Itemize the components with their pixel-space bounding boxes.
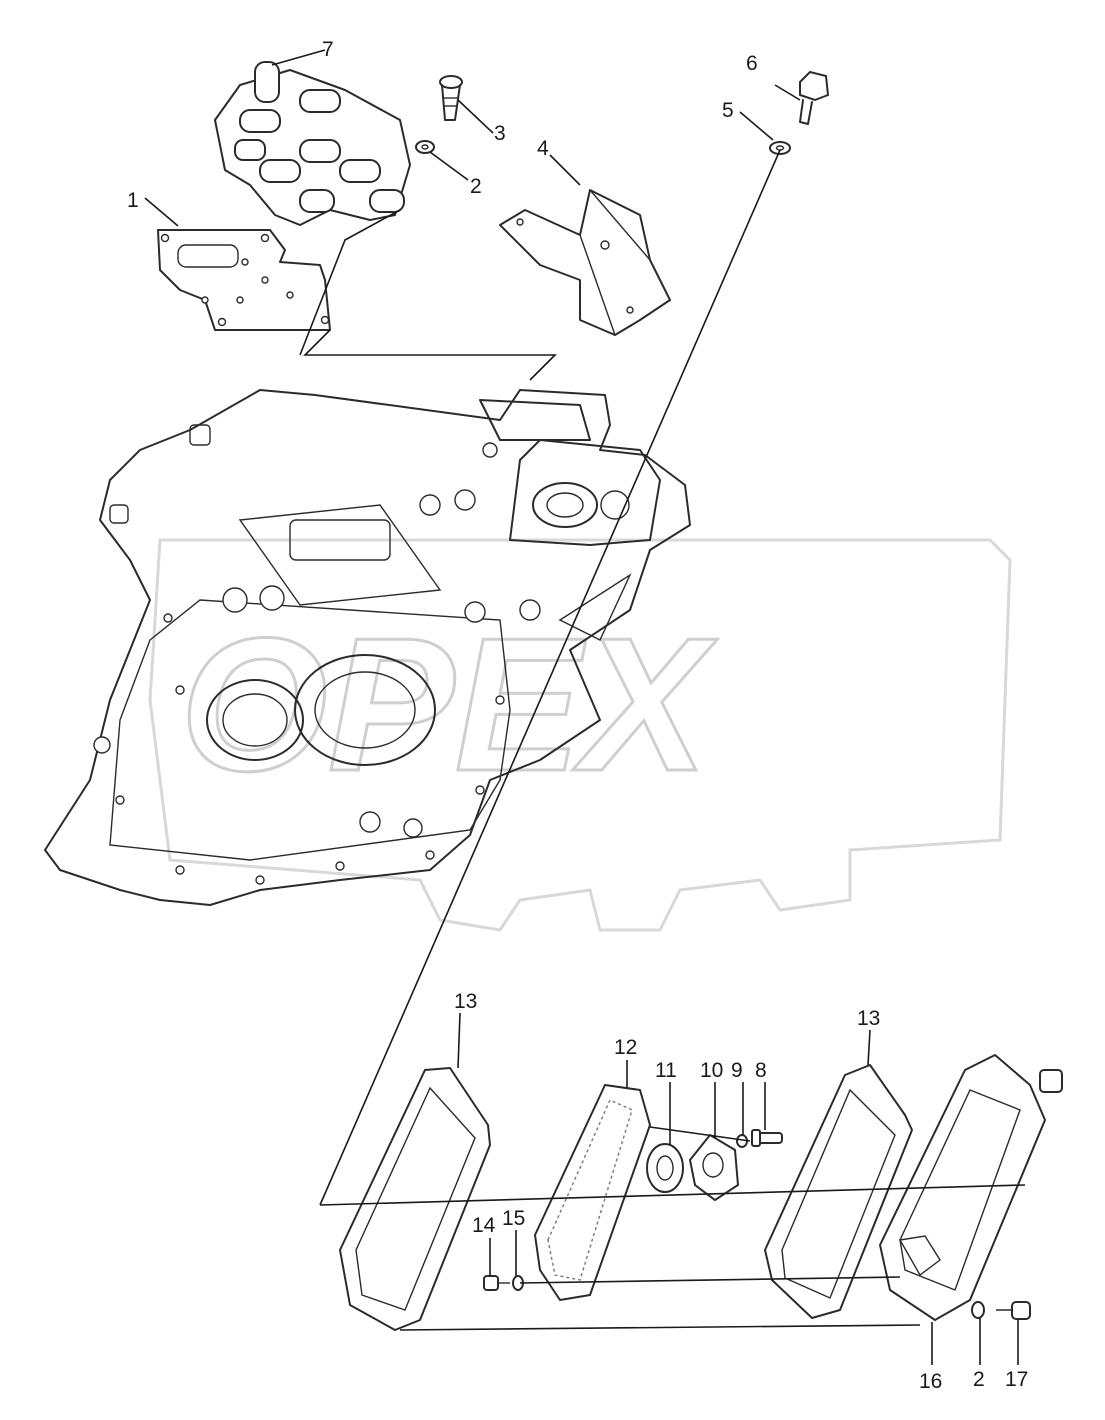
callout-16: 16 <box>919 1370 942 1393</box>
leader-lines <box>144 49 1019 1365</box>
assembly-lines <box>299 149 1026 1331</box>
callout-14: 14 <box>472 1214 496 1237</box>
bracket-icon <box>499 189 671 336</box>
callout-6: 6 <box>746 52 758 75</box>
bolt-icon <box>996 1301 1031 1320</box>
gasket-icon <box>764 1064 913 1319</box>
callout-17: 17 <box>1005 1368 1028 1391</box>
watermark: OPEX <box>148 538 1012 932</box>
filter-icon <box>534 1084 651 1301</box>
bolt-icon <box>799 70 830 125</box>
bolt-icon <box>483 1275 510 1291</box>
gasket-icon <box>688 1133 740 1202</box>
oil-pan-icon <box>879 1054 1063 1321</box>
housing-icon <box>44 389 691 906</box>
bolt-icon <box>439 75 463 121</box>
callout-2-bottom: 2 <box>973 1368 985 1391</box>
callout-15: 15 <box>502 1207 525 1230</box>
bolt-icon <box>751 1129 783 1147</box>
callout-2: 2 <box>470 175 482 198</box>
washer-icon <box>415 140 435 154</box>
watermark-text: OPEX <box>180 599 718 811</box>
callout-11: 11 <box>655 1059 677 1082</box>
callout-7: 7 <box>322 38 334 61</box>
callout-8: 8 <box>755 1059 767 1082</box>
washer-icon <box>769 141 791 155</box>
gasket-icon <box>339 1067 491 1331</box>
callout-labels: 7 1 3 2 4 6 5 13 12 11 10 9 8 13 14 15 1… <box>127 38 1028 1393</box>
callout-4: 4 <box>537 137 549 160</box>
callout-13-left: 13 <box>454 990 477 1013</box>
callout-9: 9 <box>731 1059 743 1082</box>
washer-icon <box>971 1301 985 1319</box>
gasket-icon <box>157 229 331 331</box>
callout-12: 12 <box>614 1036 637 1059</box>
callout-5: 5 <box>722 99 734 122</box>
callout-3: 3 <box>494 122 506 145</box>
callout-10: 10 <box>700 1059 723 1082</box>
callout-1: 1 <box>127 189 139 212</box>
valve-block-icon <box>214 61 411 226</box>
washer-icon <box>646 1143 684 1193</box>
callout-13-right: 13 <box>857 1007 880 1030</box>
